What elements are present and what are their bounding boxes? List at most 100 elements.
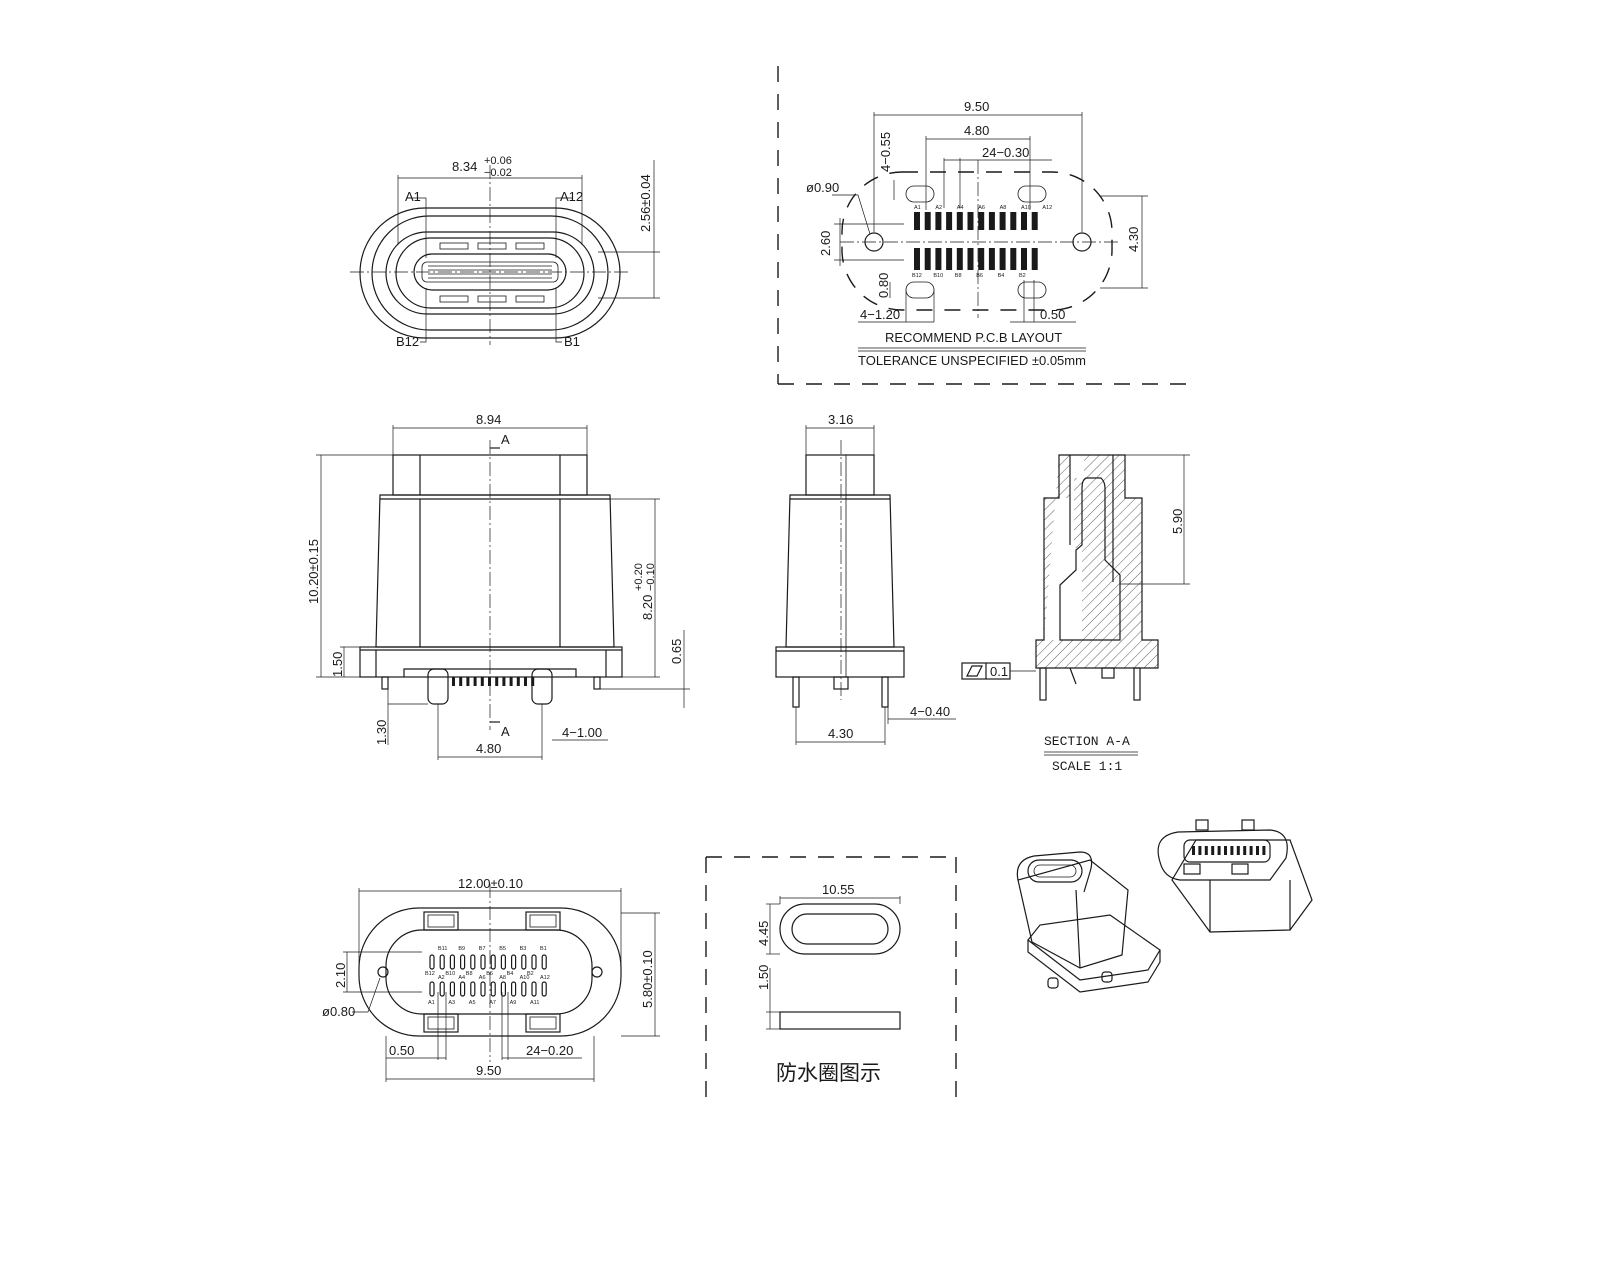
gasket-thickness bbox=[779, 1011, 901, 1030]
pcb-dim-slot-length: 0.80 bbox=[876, 273, 891, 298]
gasket-ring-outer bbox=[779, 903, 901, 955]
gasket-ring-inner bbox=[791, 913, 889, 945]
bottom-pad-label: A9 bbox=[510, 1000, 517, 1006]
bottom-pad-label: A2 bbox=[438, 975, 445, 981]
iso-head bbox=[1016, 851, 1093, 893]
isometric-view-left bbox=[1016, 851, 1161, 993]
iso-body bbox=[1017, 859, 1129, 969]
bottom-hole bbox=[377, 966, 389, 978]
side-dim-body-tol-plus: +0.20 bbox=[633, 563, 645, 591]
bottom-pad bbox=[500, 954, 506, 970]
bottom-pad-label: B4 bbox=[507, 971, 514, 977]
bottom-pad-label: B8 bbox=[466, 971, 473, 977]
bottom-tab-inner bbox=[427, 914, 455, 928]
latch-pad bbox=[477, 242, 507, 250]
pcb-pad bbox=[946, 248, 953, 270]
latch-pad bbox=[439, 295, 469, 303]
front-width-tol-plus: +0.06 bbox=[484, 155, 512, 167]
bottom-pad-label: A1 bbox=[428, 1000, 435, 1006]
side-view-a: 8.94 A A 10.20±0.15 8.20 +0.20 −0.10 1.5… bbox=[306, 412, 690, 760]
side-pin bbox=[452, 677, 455, 686]
pcb-slot bbox=[905, 185, 935, 203]
side-pin bbox=[516, 677, 520, 686]
bottom-pad bbox=[480, 981, 486, 997]
bottom-tab-inner bbox=[427, 1016, 455, 1030]
pcb-pad bbox=[914, 212, 920, 230]
bottom-tab bbox=[423, 911, 459, 931]
isometric-view-right bbox=[1157, 819, 1313, 933]
pin-label-a12: A12 bbox=[560, 189, 583, 204]
bottom-pad-row-top bbox=[429, 954, 547, 970]
pcb-dim-hole: ø0.90 bbox=[806, 180, 839, 195]
latch-pad bbox=[515, 295, 545, 303]
side-dim-top-width: 8.94 bbox=[476, 412, 501, 427]
side-b-dim-top: 3.16 bbox=[828, 412, 853, 427]
bottom-pad bbox=[531, 954, 537, 970]
pcb-pad-label: B12 bbox=[912, 273, 922, 279]
pcb-dim-row-span: 2.60 bbox=[818, 231, 833, 256]
flatness-value: 0.1 bbox=[990, 664, 1008, 679]
bottom-pad-label: A6 bbox=[479, 975, 486, 981]
bottom-pad bbox=[439, 954, 445, 970]
gasket-view: 10.55 4.45 1.50 防水圈图示 bbox=[705, 856, 957, 1108]
pcb-pad bbox=[1031, 248, 1038, 270]
bottom-pad-label: A5 bbox=[469, 1000, 476, 1006]
side-pin bbox=[459, 677, 463, 686]
bottom-dim-pad-gap: 0.50 bbox=[389, 1043, 414, 1058]
bottom-pad bbox=[521, 954, 527, 970]
pcb-dim-overall: 9.50 bbox=[964, 99, 989, 114]
iso-pin bbox=[1243, 846, 1247, 855]
gasket-dim-thickness: 1.50 bbox=[756, 965, 771, 990]
pcb-pad bbox=[988, 248, 995, 270]
pcb-pad-label: A10 bbox=[1021, 205, 1031, 211]
latch-pad bbox=[515, 242, 545, 250]
section-title: SECTION A-A bbox=[1044, 734, 1130, 749]
side-b-body bbox=[785, 494, 895, 648]
pcb-pad-label: B2 bbox=[1019, 273, 1026, 279]
section-marker-bottom: A bbox=[501, 724, 510, 739]
pcb-pad-label: A6 bbox=[978, 205, 985, 211]
bottom-pad bbox=[531, 981, 537, 997]
peg-right bbox=[531, 668, 553, 705]
iso-r-tab bbox=[1231, 863, 1249, 875]
pcb-pad bbox=[1021, 248, 1027, 270]
iso-flange bbox=[1027, 914, 1161, 981]
section-scale: SCALE 1:1 bbox=[1052, 759, 1122, 774]
bottom-pad-label: B11 bbox=[438, 946, 447, 952]
side-dim-flange: 1.50 bbox=[330, 652, 345, 677]
bottom-pad-label: A7 bbox=[489, 1000, 496, 1006]
pcb-pad bbox=[1010, 212, 1017, 230]
bottom-dim-height: 5.80±0.10 bbox=[640, 950, 655, 1008]
side-dim-peg-span: 4.80 bbox=[476, 741, 501, 756]
bottom-hole bbox=[591, 966, 603, 978]
side-pin bbox=[480, 677, 484, 686]
pcb-pad bbox=[1021, 212, 1027, 230]
bottom-pad-label: B9 bbox=[458, 946, 465, 952]
bottom-pad bbox=[521, 981, 527, 997]
bottom-dim-pads: 24−0.20 bbox=[526, 1043, 573, 1058]
side-dim-body-height: 8.20 bbox=[640, 595, 655, 620]
side-view-b: 3.16 4.30 4−0.40 bbox=[775, 412, 956, 745]
iso-r-flange bbox=[1157, 829, 1288, 881]
bottom-pad-label: B5 bbox=[499, 946, 506, 952]
side-pin bbox=[473, 677, 477, 686]
bottom-pad-label: B1 bbox=[540, 946, 547, 952]
bottom-pad bbox=[460, 981, 466, 997]
gasket-caption: 防水圈图示 bbox=[776, 1061, 881, 1085]
bottom-tab-inner bbox=[529, 914, 557, 928]
side-b-head bbox=[805, 454, 875, 496]
pcb-pad-label: A1 bbox=[914, 205, 921, 211]
iso-peg bbox=[1101, 971, 1113, 983]
side-b-pin bbox=[881, 676, 889, 708]
pcb-pad bbox=[956, 212, 963, 230]
pin-label-a1: A1 bbox=[405, 189, 421, 204]
bottom-pad-label: B6 bbox=[486, 971, 493, 977]
side-pin-row bbox=[452, 677, 535, 686]
bottom-pad bbox=[480, 954, 486, 970]
pcb-dim-pad-gap: 0.50 bbox=[1040, 307, 1065, 322]
iso-pin bbox=[1262, 846, 1266, 855]
bottom-pad bbox=[511, 981, 517, 997]
bottom-tab bbox=[423, 1013, 459, 1033]
